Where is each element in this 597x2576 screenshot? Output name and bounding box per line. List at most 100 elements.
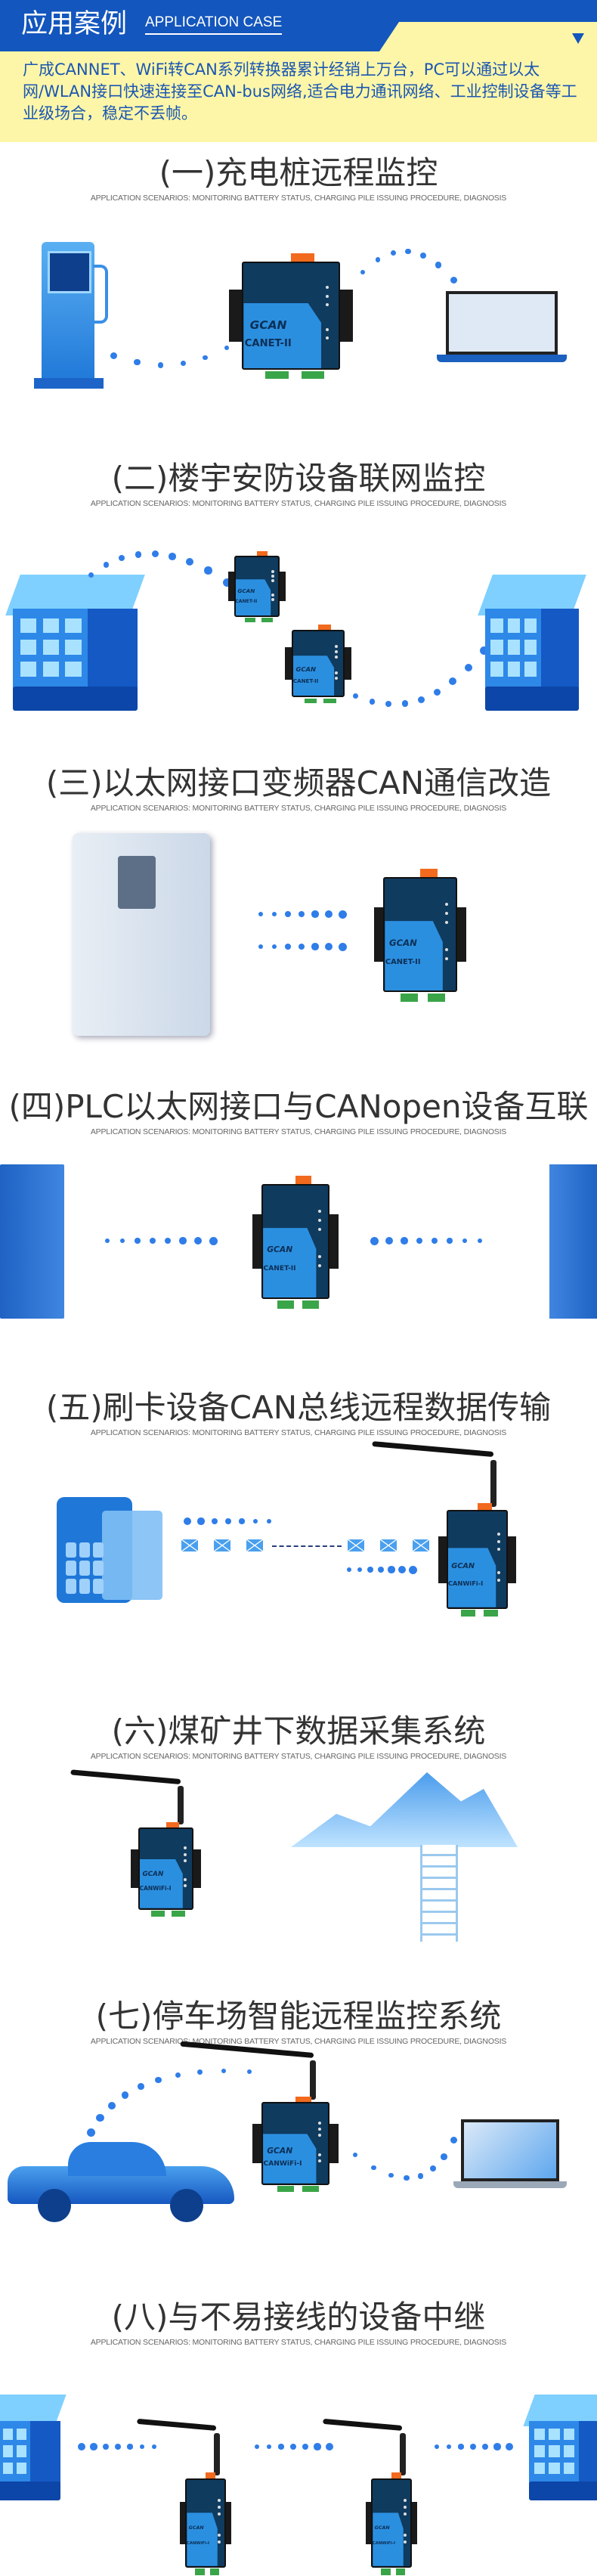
status-led — [271, 593, 274, 597]
mounting-ear — [229, 290, 245, 342]
connection-dot — [252, 1518, 258, 1524]
device-front-panel — [293, 656, 335, 696]
laptop-illustration — [453, 2119, 567, 2193]
terminal-block — [151, 1910, 165, 1917]
mounting-ear — [438, 1536, 448, 1583]
device-body — [383, 876, 457, 993]
window — [564, 2462, 575, 2474]
device-front-panel — [263, 1228, 317, 1298]
connection-dot — [278, 2444, 284, 2450]
mounting-ear — [180, 2502, 187, 2544]
connection-dot — [338, 942, 347, 951]
section-subtitle: APPLICATION SCENARIOS: MONITORING BATTER… — [90, 499, 507, 508]
card — [102, 1511, 162, 1600]
connection-dot — [302, 2443, 309, 2450]
device-brand: GCAN — [188, 2525, 204, 2531]
terminal-block — [401, 994, 419, 1003]
connection-dot — [479, 646, 488, 655]
terminal-block — [195, 2568, 205, 2575]
window — [17, 2428, 26, 2441]
intro-text: 广成CANNET、WiFi转CAN系列转换器累计经销上万台，PC可以通过以太网/… — [23, 60, 577, 122]
status-led — [335, 671, 339, 674]
window — [507, 640, 520, 656]
connection-dot — [431, 1237, 438, 1245]
terminal-block — [461, 1610, 476, 1617]
antenna-icon — [137, 2419, 217, 2432]
envelope-icon — [348, 1539, 364, 1551]
page-title-en: APPLICATION CASE — [145, 14, 283, 35]
car-wheel — [38, 2189, 71, 2222]
keypad-key — [79, 1542, 90, 1558]
connection-dot — [184, 1517, 191, 1525]
building-side — [88, 609, 138, 690]
connection-dot — [186, 558, 194, 566]
status-led — [271, 569, 274, 573]
connection-dot — [149, 1237, 156, 1245]
connection-dot — [458, 2444, 464, 2450]
status-led — [184, 1852, 187, 1856]
connection-dot — [311, 943, 319, 950]
connection-dot — [164, 1237, 172, 1245]
window — [20, 662, 37, 677]
connection-dot — [446, 2444, 452, 2450]
connection-dot — [119, 555, 125, 562]
connection-dot — [155, 2076, 162, 2083]
terminal-block — [301, 371, 325, 380]
status-led — [403, 2533, 407, 2537]
device-body — [234, 555, 280, 618]
status-led — [318, 1263, 322, 1267]
connection-dot — [139, 2444, 145, 2450]
status-led — [497, 1540, 501, 1544]
antenna-icon — [178, 1785, 184, 1825]
antenna-icon — [490, 1459, 496, 1507]
status-led — [326, 302, 329, 306]
status-led — [318, 1219, 322, 1223]
terminal-block — [420, 868, 438, 877]
window — [65, 618, 82, 634]
connection-dot — [209, 1236, 218, 1245]
terminal-block — [395, 2568, 406, 2575]
connection-dot — [298, 943, 305, 950]
connection-dot — [338, 910, 347, 919]
status-led — [318, 2127, 322, 2131]
window — [534, 2428, 545, 2441]
device-model: CANWiFi-I — [263, 2160, 302, 2168]
connection-dot — [221, 2068, 227, 2074]
window — [507, 662, 520, 677]
device-front-panel — [447, 1548, 496, 1607]
terminal-block — [291, 253, 314, 262]
connection-dot — [390, 250, 396, 256]
antenna-icon — [70, 1769, 181, 1784]
connection-dot — [417, 2172, 424, 2179]
connection-dot — [324, 910, 333, 919]
window — [490, 662, 503, 677]
connection-dot — [388, 2172, 394, 2178]
envelope-icon — [214, 1539, 230, 1551]
connection-dot — [353, 2153, 357, 2157]
connection-dot — [258, 912, 263, 916]
mounting-ear — [373, 907, 385, 963]
connection-dot — [107, 2101, 116, 2109]
terminal-block — [477, 1503, 492, 1511]
plc-cabinet-left — [0, 1164, 64, 1319]
device-body — [242, 261, 340, 370]
terminal-block — [245, 618, 256, 623]
connection-dot — [397, 1565, 407, 1574]
status-led — [335, 656, 339, 659]
terminal-block — [391, 2472, 401, 2479]
status-led — [403, 2540, 407, 2543]
status-led — [184, 1846, 187, 1850]
section-title: (五)刷卡设备CAN总线远程数据传输 — [45, 1389, 552, 1426]
keypad-key — [93, 1579, 104, 1594]
status-led — [335, 676, 339, 680]
building-base — [529, 2481, 597, 2500]
connection-dot — [367, 1567, 373, 1573]
connection-dot — [418, 696, 425, 703]
device-model: CANET-II — [292, 677, 319, 684]
status-led — [403, 2499, 407, 2503]
connection-dot — [119, 1238, 125, 1244]
